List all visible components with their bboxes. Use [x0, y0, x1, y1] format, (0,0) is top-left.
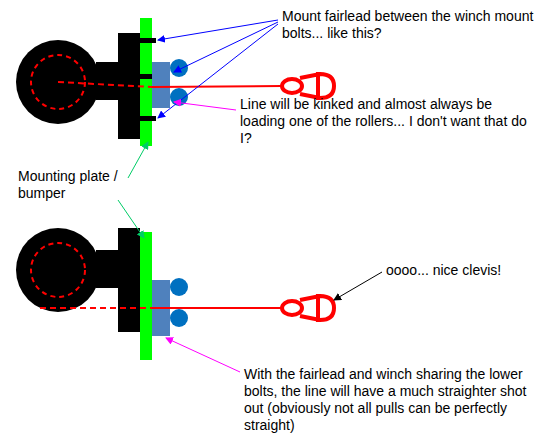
callout-note: Line will be kinked and almost always be… — [240, 96, 540, 147]
bottom-winch — [16, 228, 334, 360]
leader-lines — [118, 20, 382, 372]
part-label: Mounting plate / bumper — [18, 168, 130, 202]
callout-note: With the fairlead and winch sharing the … — [244, 366, 542, 434]
callout-note: Mount fairlead between the winch mount b… — [282, 8, 540, 42]
callout-note: oooo... nice clevis! — [386, 262, 536, 279]
